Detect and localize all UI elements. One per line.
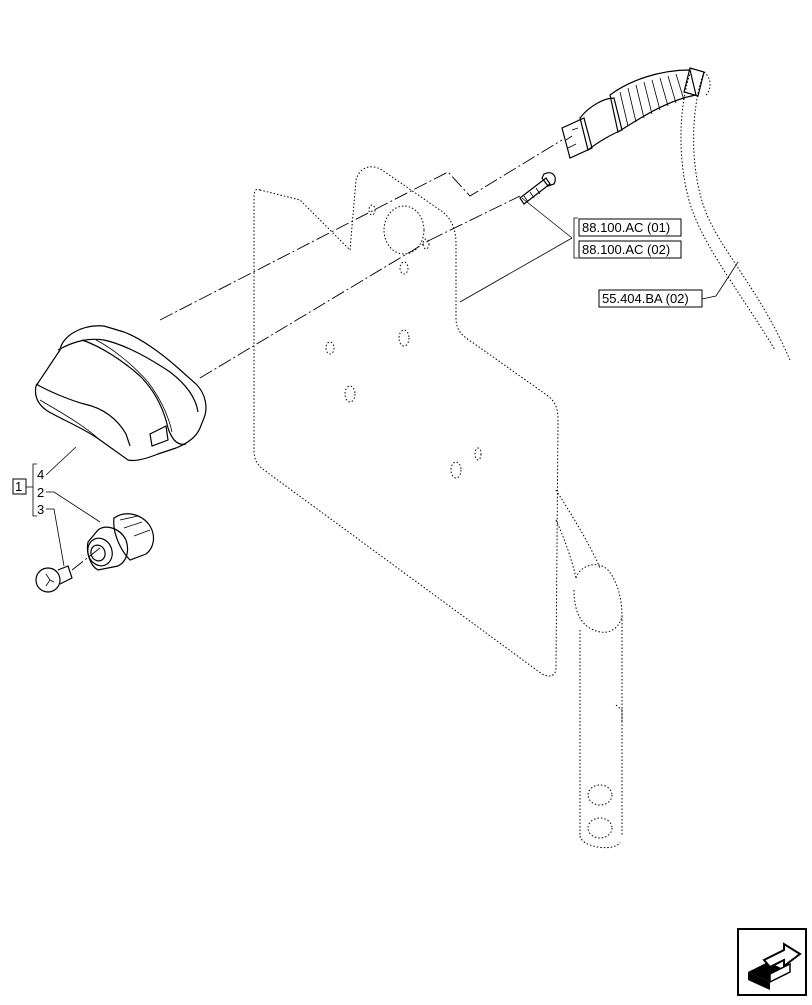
lamp-bulb: [35, 565, 73, 593]
reference-label: 88.100.AC (01): [582, 220, 670, 235]
item-number-3: 3: [37, 502, 44, 517]
reference-label: 88.100.AC (02): [582, 242, 670, 257]
lamp-housing: [34, 325, 207, 462]
callout-group: 1 4 2 3: [12, 463, 44, 517]
wiring-harness: [680, 67, 791, 361]
reference-box-55.404.BA-02[interactable]: 55.404.BA (02): [598, 289, 703, 308]
assembly-axis-lines: [71, 139, 563, 571]
reference-box-88.100.AC-02[interactable]: 88.100.AC (02): [578, 240, 682, 259]
support-arm: [555, 489, 623, 849]
group-number: 1: [15, 479, 22, 494]
item-number-2: 2: [37, 485, 44, 500]
next-page-arrow-icon[interactable]: [737, 928, 807, 996]
item-number-4: 4: [37, 467, 44, 482]
reference-box-88.100.AC-01[interactable]: 88.100.AC (01): [578, 218, 682, 237]
leader-lines: [45, 197, 739, 567]
reference-bracket-88100: [573, 217, 578, 259]
mounting-screw: [519, 172, 556, 205]
license-plate-bracket: [253, 166, 559, 677]
reference-label: 55.404.BA (02): [602, 291, 689, 306]
harness-connector: [561, 67, 705, 159]
lamp-socket: [86, 513, 155, 571]
